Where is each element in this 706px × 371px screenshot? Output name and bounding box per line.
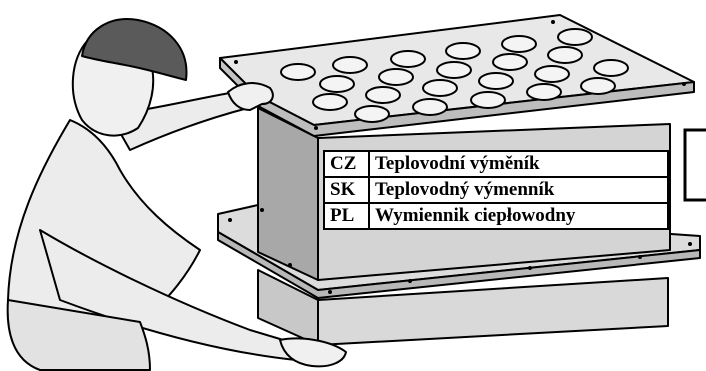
tube-hole xyxy=(422,79,458,97)
tube-hole xyxy=(557,28,593,46)
worker-helmet xyxy=(81,18,188,81)
translation-row: CZ Teplovodní výměník xyxy=(323,150,669,178)
worker-leg xyxy=(6,299,151,371)
tube-hole xyxy=(365,86,401,104)
tube-hole xyxy=(436,61,472,79)
worker-upper-hand xyxy=(227,82,274,111)
translation-text: Teplovodní výměník xyxy=(368,150,669,178)
translation-row: SK Teplovodný výmenník xyxy=(323,176,669,204)
tube-hole xyxy=(319,75,355,93)
tube-holes xyxy=(280,28,629,123)
lower-housing-front xyxy=(317,277,669,346)
tube-hole xyxy=(492,53,528,71)
language-code: CZ xyxy=(323,150,370,178)
tube-hole xyxy=(526,83,562,101)
language-code: SK xyxy=(323,176,370,204)
tube-hole xyxy=(593,59,629,77)
tube-hole xyxy=(580,77,616,95)
tube-hole xyxy=(412,98,448,116)
tube-hole xyxy=(378,68,414,86)
tube-hole xyxy=(354,105,390,123)
translation-text: Wymiennik ciepłowodny xyxy=(368,202,669,230)
language-code: PL xyxy=(323,202,370,230)
side-label-box xyxy=(683,128,706,202)
tube-hole xyxy=(312,93,348,111)
tube-hole xyxy=(547,46,583,64)
bolts xyxy=(228,20,692,294)
tube-hole xyxy=(478,72,514,90)
tube-hole xyxy=(501,35,537,53)
tube-hole xyxy=(332,56,368,74)
translation-text: Teplovodný výmenník xyxy=(368,176,669,204)
middle-flange-edge xyxy=(217,231,701,299)
translation-row: PL Wymiennik ciepłowodny xyxy=(323,202,669,230)
tube-hole xyxy=(390,50,426,68)
worker-figure-icon xyxy=(6,18,347,371)
tube-hole xyxy=(534,65,570,83)
tube-hole xyxy=(280,63,316,81)
translation-table: CZ Teplovodní výměník SK Teplovodný výme… xyxy=(323,150,669,230)
tube-hole xyxy=(470,91,506,109)
tube-hole xyxy=(445,42,481,60)
worker-lower-hand xyxy=(279,337,347,368)
